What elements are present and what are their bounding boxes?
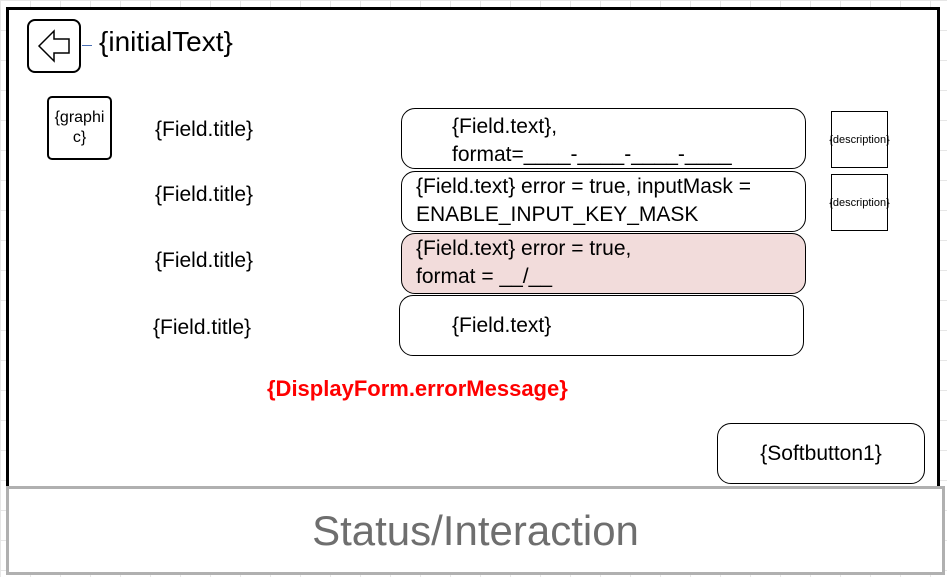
softbutton-1-label: {Softbutton1}: [760, 441, 882, 465]
field-title-3: {Field.title}: [155, 249, 254, 272]
field-title-2: {Field.title}: [155, 183, 254, 206]
form-error-message: {DisplayForm.errorMessage}: [267, 376, 568, 401]
status-interaction-bar: Status/Interaction: [6, 486, 945, 575]
field-input-1[interactable]: {Field.text}, format=____-____-____-____: [401, 108, 806, 169]
field-title-1: {Field.title}: [155, 118, 254, 141]
initial-text: {initialText}: [99, 26, 233, 57]
field-input-2[interactable]: {Field.text} error = true, inputMask = E…: [401, 171, 806, 232]
graphic-placeholder: {graphic}: [47, 96, 112, 160]
softbutton-1[interactable]: {Softbutton1}: [717, 423, 925, 484]
status-label: Status/Interaction: [312, 506, 639, 554]
graphic-label: {graphic}: [54, 109, 105, 146]
description-label-1: {description}: [829, 133, 890, 146]
description-box-2: {description}: [829, 174, 890, 231]
connector-line: [82, 45, 92, 46]
back-button[interactable]: [27, 19, 81, 73]
field-input-4[interactable]: {Field.text}: [399, 295, 804, 356]
description-box-1: {description}: [829, 111, 890, 168]
field-title-4: {Field.title}: [153, 316, 252, 339]
field-input-3-error[interactable]: {Field.text} error = true, format = __/_…: [401, 233, 806, 294]
description-label-2: {description}: [829, 196, 890, 209]
arrow-left-icon: [37, 29, 70, 63]
